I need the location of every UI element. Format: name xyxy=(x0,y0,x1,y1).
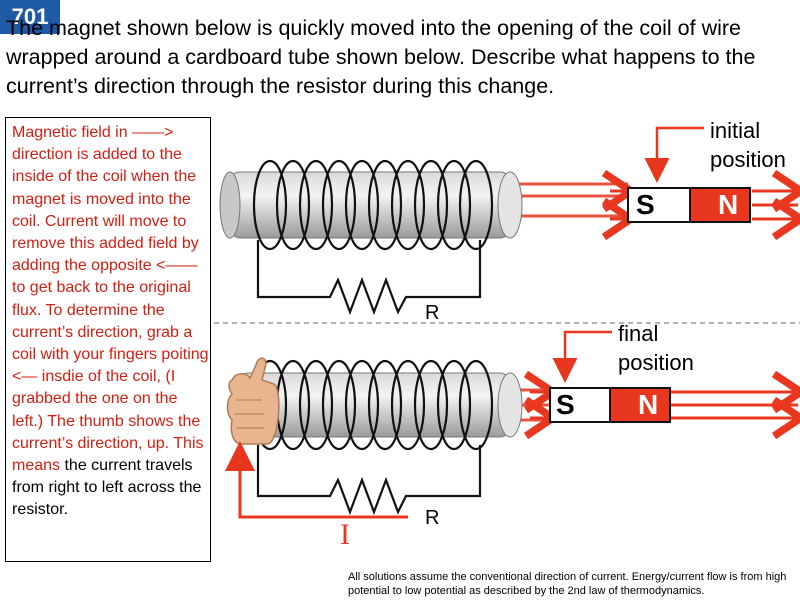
bottom-magnet-north-label: N xyxy=(638,389,659,420)
top-coil-assembly xyxy=(219,126,798,316)
answer-red-text: Magnetic field in ——> direction is added… xyxy=(12,124,209,475)
final-position-pointer xyxy=(552,330,612,383)
current-direction-arrow xyxy=(225,441,408,519)
top-coil xyxy=(252,159,494,251)
question-text: The magnet shown below is quickly moved … xyxy=(6,16,756,98)
initial-label-line1: initial xyxy=(710,118,761,143)
bottom-coil-assembly xyxy=(225,330,799,519)
hand-thumbs-up-icon xyxy=(226,357,280,445)
bottom-right-field-arrows xyxy=(670,392,798,418)
final-label-line2: position xyxy=(618,350,694,375)
bottom-left-field-arrows xyxy=(530,392,550,418)
final-label-line1: final xyxy=(618,321,659,346)
bottom-circuit-wire xyxy=(256,445,482,516)
initial-label-line2: position xyxy=(710,147,786,172)
initial-position-pointer xyxy=(644,126,704,183)
top-magnet-north-label: N xyxy=(718,189,739,220)
answer-explanation-box: Magnetic field in ——> direction is added… xyxy=(5,117,211,562)
bottom-magnet-south-label: S xyxy=(556,389,575,420)
top-magnet-south-label: S xyxy=(636,189,655,220)
bottom-bar-magnet xyxy=(549,387,671,423)
top-right-field-arrows xyxy=(610,191,798,219)
problem-number-badge: 701 xyxy=(0,0,60,34)
bottom-coil xyxy=(252,359,494,451)
current-label: I xyxy=(340,518,350,551)
answer-black-text: the current travels from right to left a… xyxy=(12,457,202,519)
bottom-resistor-label: R xyxy=(425,507,440,529)
top-resistor-label: R xyxy=(425,302,440,324)
top-circuit-wire xyxy=(256,240,482,316)
top-bar-magnet xyxy=(627,187,751,223)
footnote: All solutions assume the conventional di… xyxy=(348,571,787,597)
